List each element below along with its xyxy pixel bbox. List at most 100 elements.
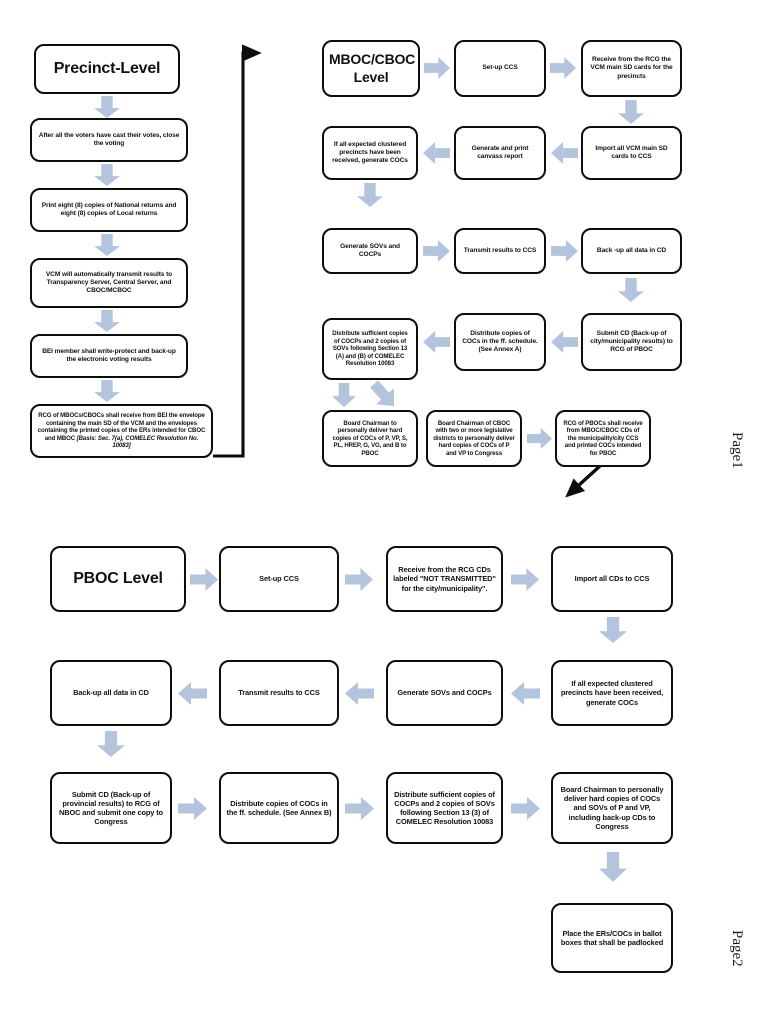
arrow-pboc-r2-to-r3 (97, 731, 125, 757)
pboc-row3-step-1: Submit CD (Back-up of provincial results… (50, 772, 172, 844)
mboc-row4-step-1: Distribute sufficient copies of COCPs an… (322, 318, 418, 380)
precinct-title-label: Precinct-Level (53, 60, 161, 78)
arrow-pboc-r3-a (178, 797, 207, 820)
arrow-pboc-r3-to-final (599, 852, 627, 882)
mboc-row2-step-1: If all expected clustered precincts have… (322, 126, 418, 180)
pboc-row3-step-2-label: Distribute copies of COCs in the ff. sch… (226, 798, 332, 817)
arrow-mboc-r5-a (527, 428, 552, 449)
arrow-pboc-r2-b (345, 682, 374, 705)
pboc-row2-step-2: Transmit results to CCS (219, 660, 339, 726)
arrow-mboc-r2-to-r3 (357, 183, 383, 207)
mboc-row4-step-2-label: Distribute copies of COCs in the ff. sch… (462, 329, 538, 354)
pboc-row3-step-3-label: Distribute sufficient copies of COCPs an… (394, 789, 495, 827)
arrow-precinct-5 (94, 380, 120, 402)
mboc-row3-step-3: Back -up all data in CD (581, 228, 682, 274)
pboc-row2-step-3: Generate SOVs and COCPs (386, 660, 503, 726)
pboc-row1-step-2: Receive from the RCG CDs labeled "NOT TR… (386, 546, 503, 612)
arrow-precinct-2 (94, 164, 120, 186)
arrow-pboc-r1-b (345, 568, 373, 591)
pboc-final-step-label: Place the ERs/COCs in ballot boxes that … (560, 928, 664, 947)
mboc-row3-step-1-label: Generate SOVs and COCPs (340, 242, 400, 258)
mboc-row5-step-1-label: Board Chairman to personally deliver har… (332, 419, 408, 457)
arrow-mboc-r2-b (423, 142, 450, 164)
pboc-row1-step-3-label: Import all CDs to CCS (574, 574, 650, 584)
arrow-pboc-r1-a (190, 568, 218, 591)
arrow-pboc-r1-c (511, 568, 539, 591)
arrow-mboc-r3-to-r4 (618, 278, 644, 302)
precinct-step-1: After all the voters have cast their vot… (30, 118, 188, 162)
precinct-step-3-label: VCM will automatically transmit results … (45, 270, 173, 295)
mboc-title-label: MBOC/CBOC Level (329, 51, 416, 85)
pboc-row3-step-4-label: Board Chairman to personally deliver har… (560, 785, 664, 831)
arrow-mboc-r4-b (423, 331, 450, 353)
pboc-row1-step-2-label: Receive from the RCG CDs labeled "NOT TR… (393, 565, 496, 593)
mboc-row4-step-3-label: Submit CD (Back-up of city/municipality … (590, 329, 673, 354)
arrow-mboc-r4-to-r5-diagonal (365, 376, 403, 414)
mboc-row5-step-2-label: Board Chairman of CBOC with two or more … (433, 419, 515, 457)
precinct-title-box: Precinct-Level (34, 44, 180, 94)
mboc-row2-step-2: Generate and print canvass report (454, 126, 546, 180)
arrow-mboc-r4-to-r5 (332, 383, 356, 407)
arrow-mboc-r3-b (551, 240, 578, 262)
mboc-row4-step-3: Submit CD (Back-up of city/municipality … (581, 313, 682, 371)
mboc-row1-step-1-label: Set-up CCS (482, 64, 518, 72)
pboc-title-label: PBOC Level (73, 570, 163, 588)
connector-mboc-to-pboc (565, 464, 602, 498)
pboc-row2-step-4: If all expected clustered precincts have… (551, 660, 673, 726)
mboc-row5-step-3: RCG of PBOCs shall receive from MBOC/CBO… (555, 410, 651, 467)
mboc-row5-step-1: Board Chairman to personally deliver har… (322, 410, 418, 467)
mboc-row3-step-1: Generate SOVs and COCPs (322, 228, 418, 274)
mboc-row1-step-1: Set-up CCS (454, 40, 546, 97)
pboc-row1-step-1: Set-up CCS (219, 546, 339, 612)
mboc-row1-step-2: Receive from the RCG the VCM main SD car… (581, 40, 682, 97)
mboc-row2-step-3: Import all VCM main SD cards to CCS (581, 126, 682, 180)
pboc-final-step: Place the ERs/COCs in ballot boxes that … (551, 903, 673, 973)
mboc-row2-step-2-label: Generate and print canvass report (471, 144, 529, 160)
pboc-row2-step-2-label: Transmit results to CCS (238, 688, 320, 698)
mboc-title-box: MBOC/CBOC Level (322, 40, 420, 97)
page-label-1: Page1 (729, 432, 745, 469)
arrow-mboc-r1-b (550, 57, 576, 79)
arrow-precinct-1 (94, 96, 120, 118)
mboc-row5-step-3-label: RCG of PBOCs shall receive from MBOC/CBO… (563, 419, 643, 457)
arrow-mboc-r4-a (551, 331, 578, 353)
precinct-final-citation: [Basis: Sec. 7(a), COMELEC Resolution No… (76, 434, 199, 450)
mboc-row3-step-3-label: Back -up all data in CD (596, 246, 667, 254)
arrow-pboc-r1-to-r2 (599, 617, 627, 643)
pboc-row1-step-3: Import all CDs to CCS (551, 546, 673, 612)
pboc-row3-step-1-label: Submit CD (Back-up of provincial results… (58, 789, 164, 827)
precinct-final-body: RCG of MBOCs/CBOCs shall receive from BE… (37, 412, 206, 442)
mboc-row4-step-2: Distribute copies of COCs in the ff. sch… (454, 313, 546, 371)
arrow-precinct-3 (94, 234, 120, 256)
mboc-row3-step-2: Transmit results to CCS (454, 228, 546, 274)
arrow-pboc-r2-a (511, 682, 540, 705)
arrow-mboc-r3-a (423, 240, 450, 262)
mboc-row5-step-2: Board Chairman of CBOC with two or more … (426, 410, 522, 467)
page-label-2: Page2 (729, 930, 745, 967)
mboc-row4-step-1-label: Distribute sufficient copies of COCPs an… (332, 330, 408, 368)
arrow-mboc-r1-to-r2 (618, 100, 644, 124)
pboc-row2-step-1-label: Back-up all data in CD (73, 688, 149, 698)
mboc-row3-step-2-label: Transmit results to CCS (463, 246, 537, 254)
arrow-pboc-r3-b (345, 797, 374, 820)
mboc-row1-step-2-label: Receive from the RCG the VCM main SD car… (590, 56, 673, 80)
arrow-precinct-4 (94, 310, 120, 332)
pboc-row2-step-1: Back-up all data in CD (50, 660, 172, 726)
arrow-mboc-r1-a (424, 57, 450, 79)
connector-precinct-to-mboc (213, 44, 262, 458)
precinct-step-2: Print eight (8) copies of National retur… (30, 188, 188, 232)
pboc-row2-step-4-label: If all expected clustered precincts have… (560, 679, 664, 707)
mboc-row2-step-3-label: Import all VCM main SD cards to CCS (595, 144, 668, 160)
precinct-step-2-label: Print eight (8) copies of National retur… (41, 201, 177, 217)
pboc-row1-step-1-label: Set-up CCS (259, 574, 299, 584)
pboc-title-box: PBOC Level (50, 546, 186, 612)
precinct-step-1-label: After all the voters have cast their vot… (38, 131, 180, 147)
precinct-step-4: BEI member shall write-protect and back-… (30, 334, 188, 378)
pboc-row2-step-3-label: Generate SOVs and COCPs (397, 688, 492, 698)
arrow-mboc-r2-a (551, 142, 578, 164)
precinct-step-3: VCM will automatically transmit results … (30, 258, 188, 308)
pboc-row3-step-3: Distribute sufficient copies of COCPs an… (386, 772, 503, 844)
arrow-pboc-r2-c (178, 682, 207, 705)
precinct-step-4-label: BEI member shall write-protect and back-… (42, 347, 176, 363)
